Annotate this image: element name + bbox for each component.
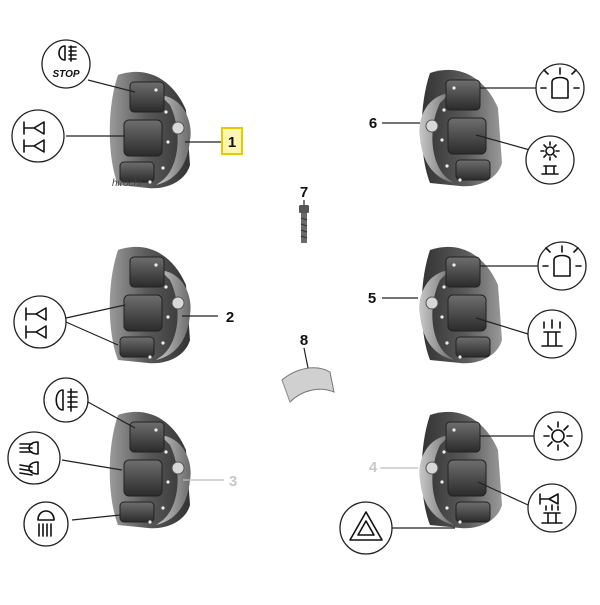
part-number-8: 8: [300, 332, 308, 349]
fog-light-icon: [43, 377, 89, 423]
switch-assembly-6: [418, 69, 503, 187]
parking-light-icon: [537, 241, 587, 291]
sleeve-part: [281, 367, 335, 403]
headlight-sun-icon: [533, 411, 583, 461]
horn-icon: [13, 295, 67, 349]
switch-assembly-1: [109, 71, 192, 189]
headlight-sun-icon: [525, 135, 575, 185]
bolt-part: [299, 205, 309, 243]
switch-assembly-5: [418, 246, 503, 364]
horn-icon: [11, 109, 65, 163]
stop-label: STOP: [52, 69, 79, 80]
hazard-warning-icon: [339, 501, 393, 555]
part-number-4: 4: [369, 459, 378, 476]
part-number-2: 2: [226, 309, 234, 326]
parking-light-icon: [535, 63, 585, 113]
headlight-icon: [23, 501, 69, 547]
tail-light-icon: [527, 309, 577, 359]
part-1-highlight: [221, 127, 243, 155]
leader-lines: [61, 79, 538, 529]
part-number-1: 1: [228, 134, 236, 151]
part-number-6: 6: [369, 115, 377, 132]
part-number-5: 5: [368, 290, 376, 307]
part-number-3: 3: [229, 473, 237, 490]
high-low-beam-icon: [7, 431, 61, 485]
fog-stop-icon: STOP: [41, 39, 91, 89]
watermark: hirochi: [112, 178, 142, 189]
part-number-7: 7: [300, 184, 308, 201]
horn-lamp-icon: [527, 483, 577, 533]
switch-assembly-4: [418, 411, 503, 529]
